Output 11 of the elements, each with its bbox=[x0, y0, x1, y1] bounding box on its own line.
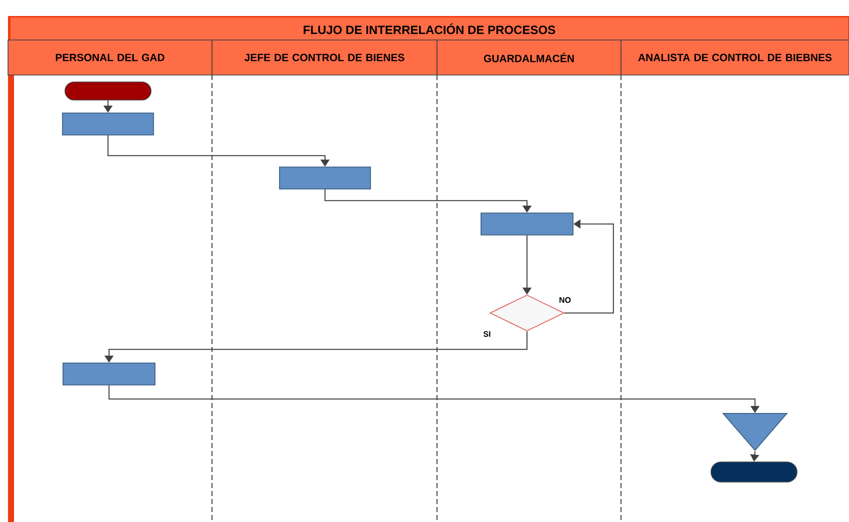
process-box bbox=[62, 112, 154, 136]
lane-header: JEFE DE CONTROL DE BIENES bbox=[212, 40, 438, 76]
edge-label: SI bbox=[482, 330, 492, 338]
lane-header: GUARDALMACÉN bbox=[436, 40, 622, 76]
lane-header: PERSONAL DEL GAD bbox=[8, 40, 212, 76]
connector-arrow bbox=[108, 384, 760, 413]
process-box bbox=[480, 212, 574, 236]
process-box bbox=[279, 166, 371, 190]
lane-header: ANALISTA DE CONTROL DE BIEBNES bbox=[620, 40, 849, 76]
process-box bbox=[62, 362, 156, 386]
edge-label: NO bbox=[558, 296, 572, 304]
